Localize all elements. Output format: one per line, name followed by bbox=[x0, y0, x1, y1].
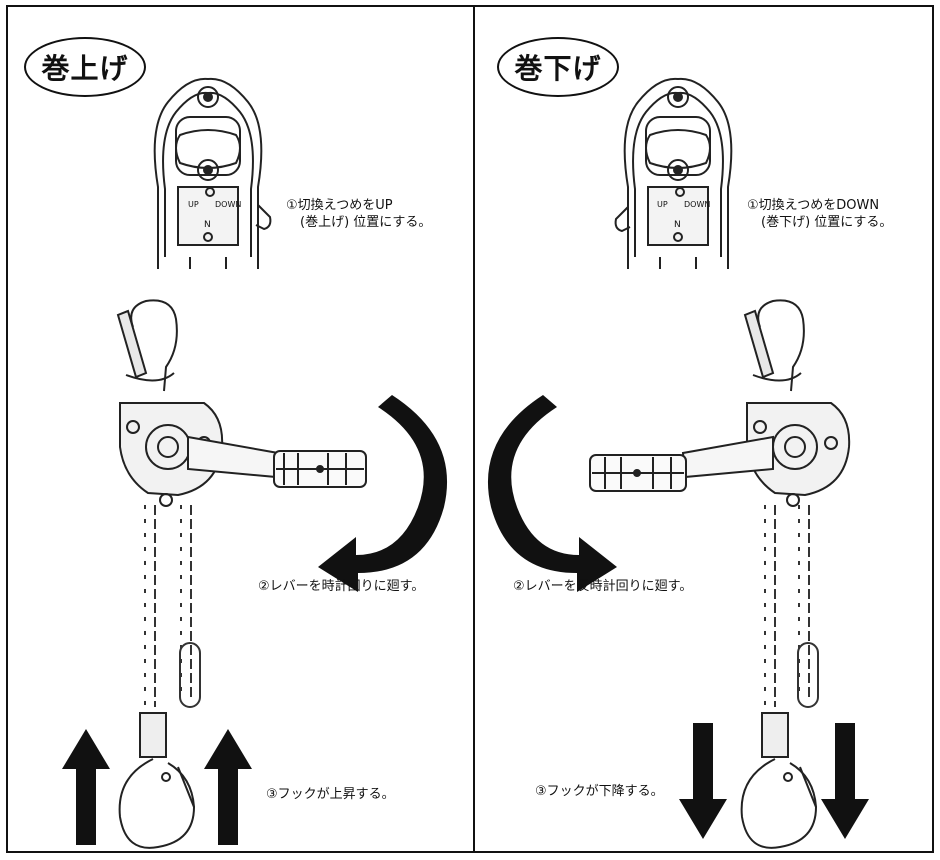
selector-head-illustration bbox=[155, 79, 271, 269]
bottom-hook-illustration bbox=[742, 713, 816, 848]
selector-label-up: UP bbox=[188, 200, 199, 209]
down-arrow-right bbox=[821, 723, 869, 839]
up-arrow-left bbox=[62, 729, 110, 845]
selector-head-illustration bbox=[616, 79, 732, 269]
chain-illustration bbox=[145, 505, 200, 707]
clockwise-arrow bbox=[318, 395, 447, 592]
lowering-panel: 巻下げ UP DOWN N bbox=[475, 7, 932, 851]
lever-hoist-illustration bbox=[590, 300, 849, 506]
lowering-illustration: UP DOWN N bbox=[475, 7, 932, 851]
lowering-step1-line1: ①切換えつめをDOWN bbox=[747, 197, 892, 214]
lowering-step2-caption: ②レバーを反時計回りに廻す。 bbox=[513, 578, 692, 595]
hoisting-illustration: UP DOWN N bbox=[8, 7, 473, 851]
hoisting-step1-caption: ①切換えつめをUP (巻上げ) 位置にする。 bbox=[286, 197, 431, 231]
selector-label-up: UP bbox=[657, 200, 668, 209]
hoisting-panel: 巻上げ UP DOWN N bbox=[8, 7, 473, 851]
hoisting-step3-caption: ③フックが上昇する。 bbox=[266, 786, 395, 803]
hoisting-step1-line1: ①切換えつめをUP bbox=[286, 197, 431, 214]
lever-hoist-illustration bbox=[118, 300, 366, 506]
counterclockwise-arrow bbox=[488, 395, 617, 592]
chain-illustration bbox=[765, 505, 818, 707]
selector-label-down: DOWN bbox=[684, 200, 710, 209]
down-arrow-left bbox=[679, 723, 727, 839]
hoisting-step1-line2: (巻上げ) 位置にする。 bbox=[286, 214, 431, 231]
up-arrow-right bbox=[204, 729, 252, 845]
selector-label-neutral: N bbox=[674, 220, 681, 230]
lowering-step1-caption: ①切換えつめをDOWN (巻下げ) 位置にする。 bbox=[747, 197, 892, 231]
hoisting-step2-caption: ②レバーを時計回りに廻す。 bbox=[258, 578, 424, 595]
selector-label-neutral: N bbox=[204, 220, 211, 230]
bottom-hook-illustration bbox=[120, 713, 194, 848]
lowering-step1-line2: (巻下げ) 位置にする。 bbox=[747, 214, 892, 231]
lowering-step3-caption: ③フックが下降する。 bbox=[535, 783, 664, 800]
selector-label-down: DOWN bbox=[215, 200, 241, 209]
